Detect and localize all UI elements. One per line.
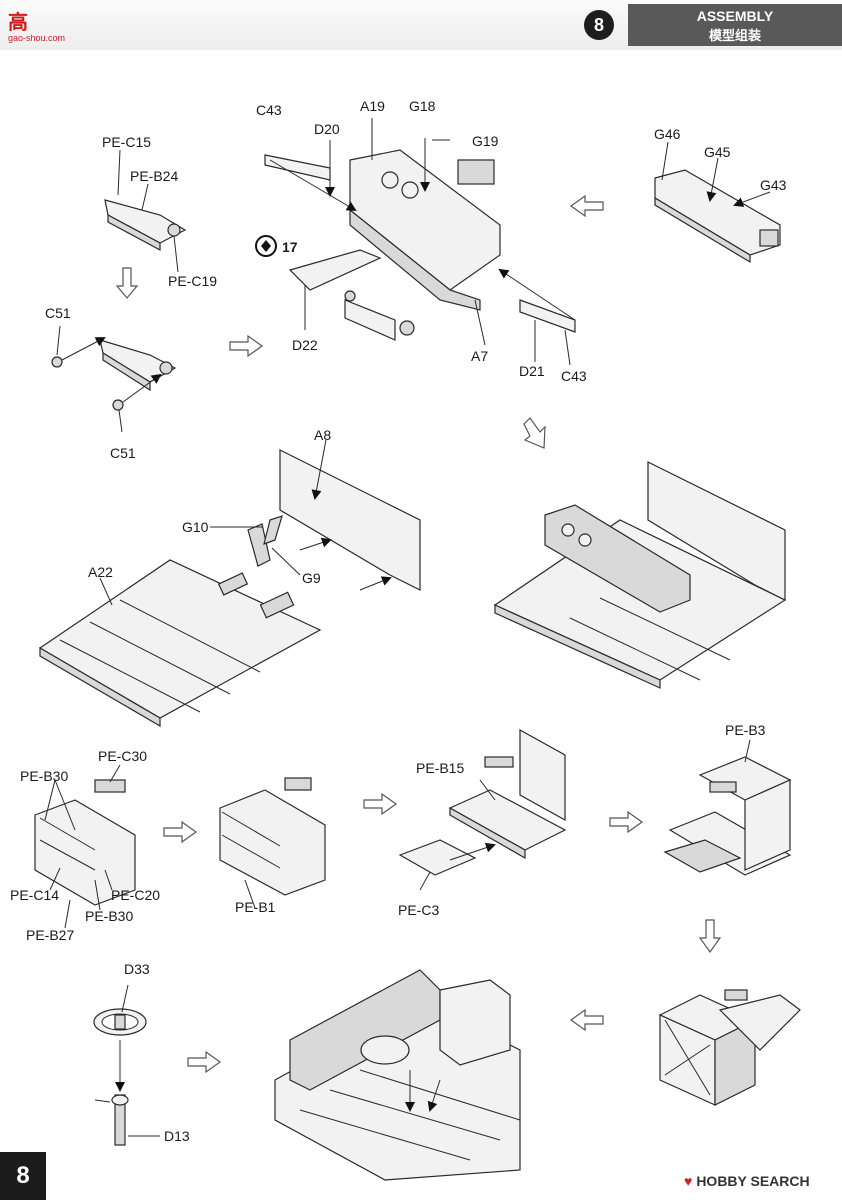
flow-arrow-left-1 [569, 194, 604, 218]
flow-arrow-right-1 [229, 334, 264, 358]
label-c43-a: C43 [256, 102, 282, 118]
flow-arrow-right-3 [363, 792, 398, 816]
label-pe-b15: PE-B15 [416, 760, 464, 776]
label-g9: G9 [302, 570, 321, 586]
label-g45: G45 [704, 144, 731, 160]
label-pe-b3: PE-B3 [725, 722, 766, 738]
label-a22: A22 [88, 564, 113, 580]
label-pe-b1: PE-B1 [235, 899, 276, 915]
flow-arrow-right-2 [163, 820, 198, 844]
label-pe-c14: PE-C14 [10, 887, 59, 903]
site-logo: 高 gao-shou.com [8, 6, 65, 43]
label-pe-b27: PE-B27 [26, 927, 74, 943]
flow-arrow-right-5 [187, 1050, 222, 1074]
assembly-title-en: ASSEMBLY [696, 8, 774, 24]
logo-sub: gao-shou.com [8, 33, 66, 43]
label-pe-c3: PE-C3 [398, 902, 439, 918]
heart-icon: ♥ [684, 1173, 693, 1189]
label-pe-c20: PE-C20 [111, 887, 160, 903]
seat-bracket-group [51, 149, 187, 433]
label-a19: A19 [360, 98, 385, 114]
label-pe-b24: PE-B24 [130, 168, 178, 184]
label-pe-b30-a: PE-B30 [20, 768, 68, 784]
label-c51-b: C51 [110, 445, 136, 461]
label-g19: G19 [472, 133, 499, 149]
assembly-title-zh: 模型组装 [708, 28, 761, 43]
label-d33: D33 [124, 961, 150, 977]
assembly-heading: ASSEMBLY 模型组装 [628, 4, 842, 46]
footer-brand-text: HOBBY SEARCH [696, 1173, 810, 1189]
flow-arrow-right-4 [609, 810, 644, 834]
seat-frame-stage-1 [34, 764, 136, 929]
label-d20: D20 [314, 121, 340, 137]
label-d13: D13 [164, 1128, 190, 1144]
label-d22: D22 [292, 337, 318, 353]
label-d21: D21 [519, 363, 545, 379]
logo-text: 高 [8, 12, 29, 34]
dashboard-group [255, 118, 576, 366]
page-number: 8 [0, 1152, 46, 1200]
label-pe-c30: PE-C30 [98, 748, 147, 764]
label-c51-a: C51 [45, 305, 71, 321]
label-g18: G18 [409, 98, 436, 114]
step-number-badge: 8 [584, 10, 614, 40]
label-a8: A8 [314, 427, 331, 443]
seat-box-group [658, 989, 801, 1106]
seat-frame-stage-2 [219, 777, 326, 909]
flow-arrow-left-2 [569, 1008, 604, 1032]
flow-arrow-down-1 [698, 919, 722, 954]
steering-wheel-group [93, 984, 160, 1146]
label-c43-b: C43 [561, 368, 587, 384]
final-cab-group [274, 969, 521, 1181]
floor-pan-group [38, 439, 421, 728]
seat-frame-stage-4 [663, 739, 792, 876]
floor-with-dashboard-group [493, 461, 787, 689]
label-pe-b30-b: PE-B30 [85, 908, 133, 924]
label-ref-17: 17 [282, 239, 298, 255]
label-pe-c19: PE-C19 [168, 273, 217, 289]
footer-brand: ♥HOBBY SEARCH [684, 1173, 810, 1189]
label-g10: G10 [182, 519, 209, 535]
box-frame-group [654, 141, 781, 264]
label-g43: G43 [760, 177, 787, 193]
label-pe-c15: PE-C15 [102, 134, 151, 150]
seat-frame-stage-3 [398, 728, 567, 891]
flow-arrow-diag-1 [523, 417, 546, 449]
label-a7: A7 [471, 348, 488, 364]
label-g46: G46 [654, 126, 681, 142]
